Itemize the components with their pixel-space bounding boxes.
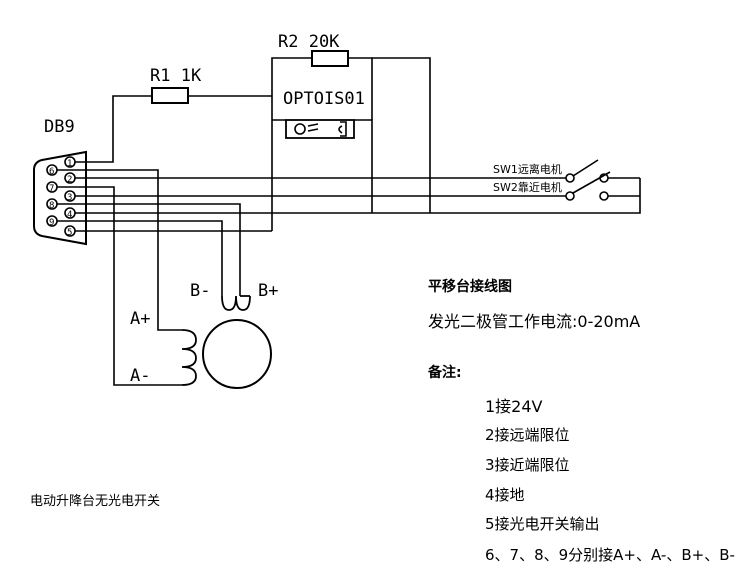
wire-pin8-b-plus	[57, 203, 241, 296]
a-minus-label: A-	[130, 366, 150, 386]
remark-item-1: 1接24V	[485, 397, 543, 416]
sw2-lever	[572, 171, 611, 194]
db9-pin-3: 3	[64, 190, 76, 203]
wire-opto-left	[271, 119, 286, 213]
db9-pin-7: 7	[46, 181, 58, 194]
db9-connector-shell	[33, 150, 87, 246]
a-plus-label: A+	[130, 309, 150, 329]
svg-text:2: 2	[67, 175, 72, 185]
svg-text:7: 7	[49, 184, 54, 194]
sw2-label: SW2靠近电机	[493, 180, 562, 194]
remark-item-5: 5接光电开关输出	[485, 515, 600, 533]
db9-pin-8: 8	[46, 198, 58, 211]
wire-pin6-a-plus	[57, 169, 182, 331]
remarks-label: 备注:	[428, 365, 462, 381]
wire-pin1-r1	[75, 95, 152, 163]
opto-led-icon	[294, 123, 306, 135]
resistor-r1	[151, 87, 189, 104]
sw2-contact-left	[565, 191, 575, 201]
db9-pin-5: 5	[64, 225, 76, 238]
diagram-title: 平移台接线图	[428, 279, 512, 295]
svg-text:4: 4	[67, 210, 72, 220]
svg-text:5: 5	[67, 228, 72, 238]
svg-text:3: 3	[67, 193, 72, 203]
led-current-note: 发光二极管工作电流:0-20mA	[428, 312, 641, 331]
motor	[202, 319, 272, 389]
sw1-label: SW1远离电机	[493, 162, 562, 176]
db9-pin-4: 4	[64, 207, 76, 220]
remark-item-4: 4接地	[485, 486, 525, 504]
r1-label: R1 1K	[150, 66, 202, 86]
svg-text:6: 6	[49, 167, 54, 177]
wire-opto-right	[354, 119, 373, 213]
wire-pin7-a-minus	[57, 186, 182, 386]
sw2-contact-right	[599, 191, 609, 201]
coil-a	[181, 329, 197, 386]
remark-item-2: 2接远端限位	[485, 426, 570, 444]
sw1-lever	[572, 159, 599, 177]
b-plus-label: B+	[258, 281, 278, 301]
wire-r2-right	[372, 57, 431, 213]
opto-phototransistor-icon	[338, 121, 347, 137]
svg-text:8: 8	[49, 201, 54, 211]
resistor-r2	[311, 50, 349, 67]
opto-light-arrow-icon	[307, 123, 319, 132]
coil-b	[221, 295, 251, 311]
db9-label: DB9	[44, 117, 75, 137]
wire-pin4-gnd	[75, 178, 641, 214]
wire-pin5	[75, 213, 273, 232]
b-minus-label: B-	[190, 281, 210, 301]
svg-text:9: 9	[49, 218, 54, 228]
r2-label: R2 20K	[278, 32, 340, 52]
caption: 电动升降台无光电开关	[30, 494, 161, 509]
svg-text:1: 1	[67, 159, 72, 169]
remark-item-3: 3接近端限位	[485, 456, 570, 474]
wire-pin9-b-minus	[57, 220, 223, 296]
db9-pin-6: 6	[46, 164, 58, 177]
db9-pin-2: 2	[64, 172, 76, 185]
remark-item-6: 6、7、8、9分别接A+、A-、B+、B-	[485, 546, 735, 564]
sw1-contact-left	[565, 173, 575, 183]
opto-label: OPTOIS01	[283, 89, 365, 109]
optocoupler	[285, 119, 355, 139]
db9-pin-9: 9	[46, 215, 58, 228]
db9-pin-1: 1	[64, 156, 76, 169]
